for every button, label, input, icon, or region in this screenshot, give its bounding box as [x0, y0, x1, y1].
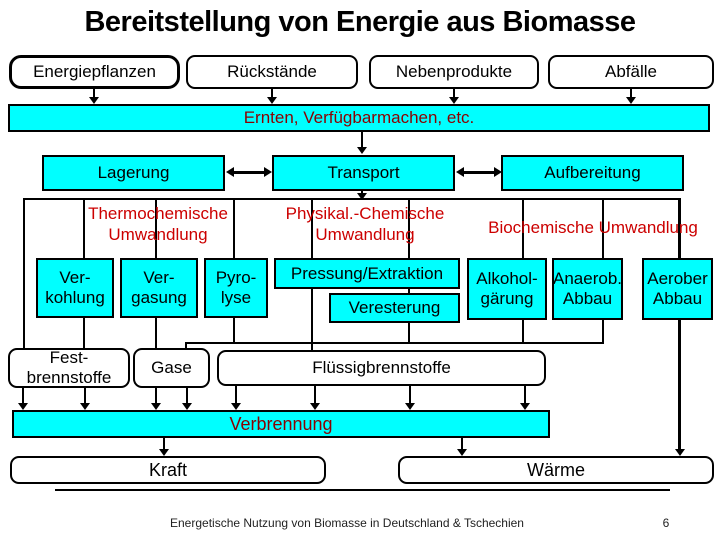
arrow-down-icon — [182, 388, 192, 410]
box-aerober-abbau: Aerober Abbau — [642, 258, 713, 320]
arrow-down-icon — [151, 388, 161, 410]
box-veresterung: Veresterung — [329, 293, 460, 323]
box-aufbereitung: Aufbereitung — [501, 155, 684, 191]
bar-verbrennung: Verbrennung — [12, 410, 550, 438]
box-transport: Transport — [272, 155, 455, 191]
header-thermochemische-umwandlung: Thermochemische Umwandlung — [88, 204, 228, 245]
box-nebenprodukte: Nebenprodukte — [369, 55, 539, 89]
page-number: 6 — [662, 516, 670, 530]
header-physikalisch-chemische-umwandlung: Physikal.-Chemische Umwandlung — [285, 204, 445, 245]
box-pyrolyse: Pyro- lyse — [204, 258, 268, 318]
arrow-leftright-icon — [226, 167, 272, 177]
arrow-down-icon — [310, 386, 320, 410]
box-lagerung: Lagerung — [42, 155, 225, 191]
bar-ernten-verfuegbarmachen: Ernten, Verfügbarmachen, etc. — [8, 104, 710, 132]
box-fluessigbrennstoffe: Flüssigbrennstoffe — [217, 350, 546, 386]
box-gase: Gase — [133, 348, 210, 388]
arrow-down-icon — [405, 386, 415, 410]
box-energiepflanzen: Energiepflanzen — [9, 55, 180, 89]
box-abfaelle: Abfälle — [548, 55, 714, 89]
box-vergasung: Ver- gasung — [120, 258, 198, 318]
arrow-down-icon — [626, 89, 636, 104]
arrow-down-icon — [357, 190, 367, 200]
arrow-down-icon — [675, 200, 685, 456]
box-rueckstaende: Rückstände — [186, 55, 358, 89]
box-anaerober-abbau: Anaerob. Abbau — [552, 258, 623, 320]
footer-divider — [55, 489, 670, 491]
box-festbrennstoffe: Fest- brennstoffe — [8, 348, 130, 388]
arrow-down-icon — [457, 438, 467, 456]
connector-line — [23, 198, 681, 200]
arrow-down-icon — [89, 89, 99, 104]
box-waerme: Wärme — [398, 456, 714, 484]
arrow-leftright-icon — [456, 167, 502, 177]
arrow-down-icon — [267, 89, 277, 104]
arrow-down-icon — [520, 386, 530, 410]
box-pressung-extraktion: Pressung/Extraktion — [274, 258, 460, 289]
connector-line — [185, 342, 187, 349]
box-alkoholgaerung: Alkohol- gärung — [467, 258, 547, 320]
box-verkohlung: Ver- kohlung — [36, 258, 114, 318]
arrow-down-icon — [159, 438, 169, 456]
footer-text: Energetische Nutzung von Biomasse in Deu… — [170, 516, 524, 530]
arrow-down-icon — [357, 132, 367, 154]
box-kraft: Kraft — [10, 456, 326, 484]
header-biochemische-umwandlung: Biochemische Umwandlung — [488, 218, 698, 237]
arrow-down-icon — [449, 89, 459, 104]
connector-line — [185, 342, 603, 344]
slide-title: Bereitstellung von Energie aus Biomasse — [84, 6, 636, 38]
arrow-down-icon — [80, 388, 90, 410]
arrow-down-icon — [18, 388, 28, 410]
connector-line — [23, 200, 25, 348]
arrow-down-icon — [231, 386, 241, 410]
